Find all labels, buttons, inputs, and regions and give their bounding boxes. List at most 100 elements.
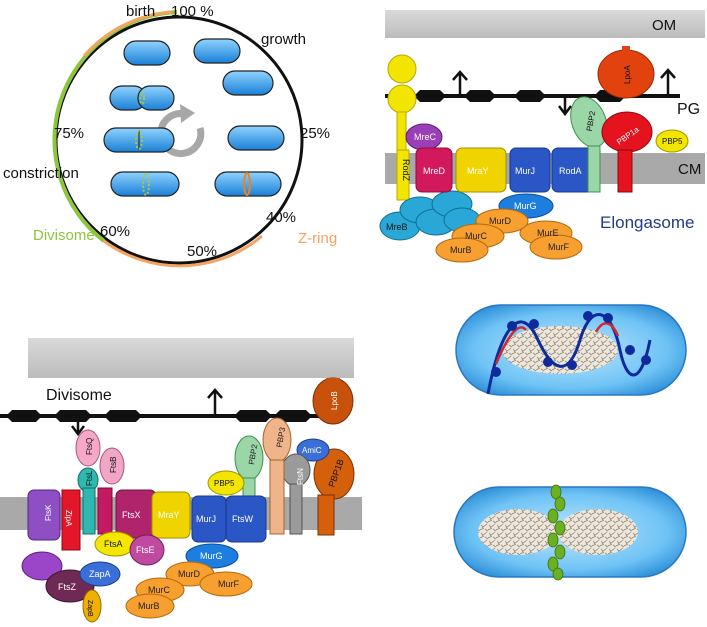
nucleoid-left (478, 509, 558, 555)
ftsb-label: FtsB (109, 457, 118, 473)
ftsz-filament-1 (21, 551, 63, 581)
cell-cycle-panel: birth 100 % growth 25% 40% 50% 60% 75% c… (3, 3, 337, 268)
ftse-label: FtsE (136, 545, 155, 555)
mred-label: MreD (423, 166, 445, 176)
mray-elongasome-label: MraY (467, 166, 489, 176)
helical-mreb-cell (455, 304, 687, 396)
amic (296, 438, 330, 462)
pbp5-divisome (207, 470, 245, 496)
cell-constricting-2 (103, 127, 175, 153)
percent-75-label: 75% (54, 125, 84, 142)
ftsk-label: FtsK (44, 504, 53, 521)
pg-units (414, 90, 626, 102)
pbp2-elongasome-label: PBP2 (585, 110, 598, 132)
pbp3: PBP3 (262, 417, 292, 535)
ftsz-label: FtsZ (58, 582, 76, 592)
ftsx-label: FtsX (122, 510, 141, 520)
percent-25-label: 25% (300, 125, 330, 142)
cm-label: CM (678, 161, 701, 178)
z-ring-label: Z-ring (298, 230, 337, 247)
ftsx: FtsX (115, 489, 157, 539)
murg-divisome-label: MurG (200, 551, 223, 561)
mur-cluster-divisome: MurD MurC MurF MurB (125, 561, 253, 619)
zipa-label: ZipA (64, 510, 73, 527)
lpoa-label: LpoA (623, 65, 632, 84)
murd-divisome-label: MurD (178, 569, 200, 579)
nucleoid-right (558, 509, 638, 555)
murj-divisome: MurJ (191, 495, 227, 543)
dividing-cell (453, 484, 687, 581)
zapb-label: ZapB (86, 600, 93, 617)
ftsq-label: FtsQ (85, 438, 94, 455)
elongasome-title: Elongasome (600, 213, 695, 232)
cell-growth-1 (193, 38, 241, 64)
pbp1a: PBP1a (601, 111, 653, 193)
divisome-cycle-label: Divisome (33, 227, 95, 244)
om-label: OM (652, 17, 676, 34)
pg-arrow-up-divisome (207, 388, 223, 418)
ftsq (75, 429, 101, 467)
ftsw: FtsW (225, 495, 267, 543)
pg-units-divisome (6, 410, 312, 422)
nucleoid-1 (502, 326, 618, 374)
ftsn-label: FtsN (296, 468, 305, 485)
roda: RodA (551, 147, 599, 193)
mray-divisome: MraY (151, 491, 191, 539)
cell-zring (214, 171, 282, 197)
mreb-label: MreB (386, 222, 408, 232)
helix-dots (491, 311, 651, 377)
amic-label: AmiC (302, 446, 322, 455)
divisome-panel: Divisome LpoB PBP1B AmiC (0, 338, 362, 623)
ftsl-label: FtsL (85, 470, 94, 486)
murj-elongasome-label: MurJ (515, 166, 535, 176)
pg-arrow-up-1 (452, 70, 468, 98)
mray-elongasome: MraY (455, 147, 507, 193)
pg-arrow-up-2 (660, 68, 676, 98)
mray-divisome-label: MraY (158, 510, 180, 520)
rodz-label: RodZ (401, 159, 411, 182)
ftsk: FtsK (27, 489, 61, 541)
percent-40-label: 40% (266, 209, 296, 226)
mure-elongasome-label: MurE (537, 228, 559, 238)
birth-arc (82, 10, 173, 57)
zapb (82, 589, 102, 623)
ftsw-label: FtsW (232, 514, 253, 524)
cell-constricting-1 (110, 171, 180, 197)
z-ring-arc (103, 234, 263, 268)
outer-membrane-divisome (28, 338, 354, 378)
pbp5-elongasome-label: PBP5 (662, 137, 683, 146)
roda-label: RodA (559, 166, 582, 176)
lpob-label: LpoB (330, 391, 339, 410)
rotation-arrowhead (180, 104, 195, 123)
helix-red-1 (494, 326, 527, 365)
percent-60-label: 60% (100, 223, 130, 240)
murd-elongasome-label: MurD (489, 216, 511, 226)
pbp5-elongasome (655, 129, 689, 153)
pbp2-elongasome: PBP2 (570, 96, 608, 193)
ftsl: FtsL (77, 467, 99, 535)
constriction-label: constriction (3, 165, 79, 182)
percent-50-label: 50% (187, 243, 217, 260)
ftsb: FtsB (97, 447, 125, 535)
growth-label: growth (261, 31, 306, 48)
pg-label: PG (677, 101, 700, 118)
birth-label: birth (126, 3, 155, 20)
pbp5-divisome-label: PBP5 (214, 479, 235, 488)
z-ring-beads (547, 484, 566, 581)
outer-membrane (385, 10, 705, 38)
cell-birth (123, 40, 171, 66)
murg-divisome (185, 543, 239, 569)
cell-growth-2 (222, 70, 274, 96)
murj-elongasome: MurJ (509, 147, 551, 193)
mreb: MreB (379, 190, 481, 241)
pg-arrow-down-divisome (71, 418, 85, 437)
divisome-title: Divisome (46, 387, 112, 404)
pg-arrow-down (558, 98, 572, 117)
cell-growth-3 (227, 125, 285, 151)
murg-elongasome-label: MurG (514, 201, 537, 211)
mrec-label: MreC (414, 132, 436, 142)
murb-divisome-label: MurB (138, 601, 160, 611)
cell-septating (109, 85, 175, 111)
murf-divisome-label: MurF (218, 579, 239, 589)
